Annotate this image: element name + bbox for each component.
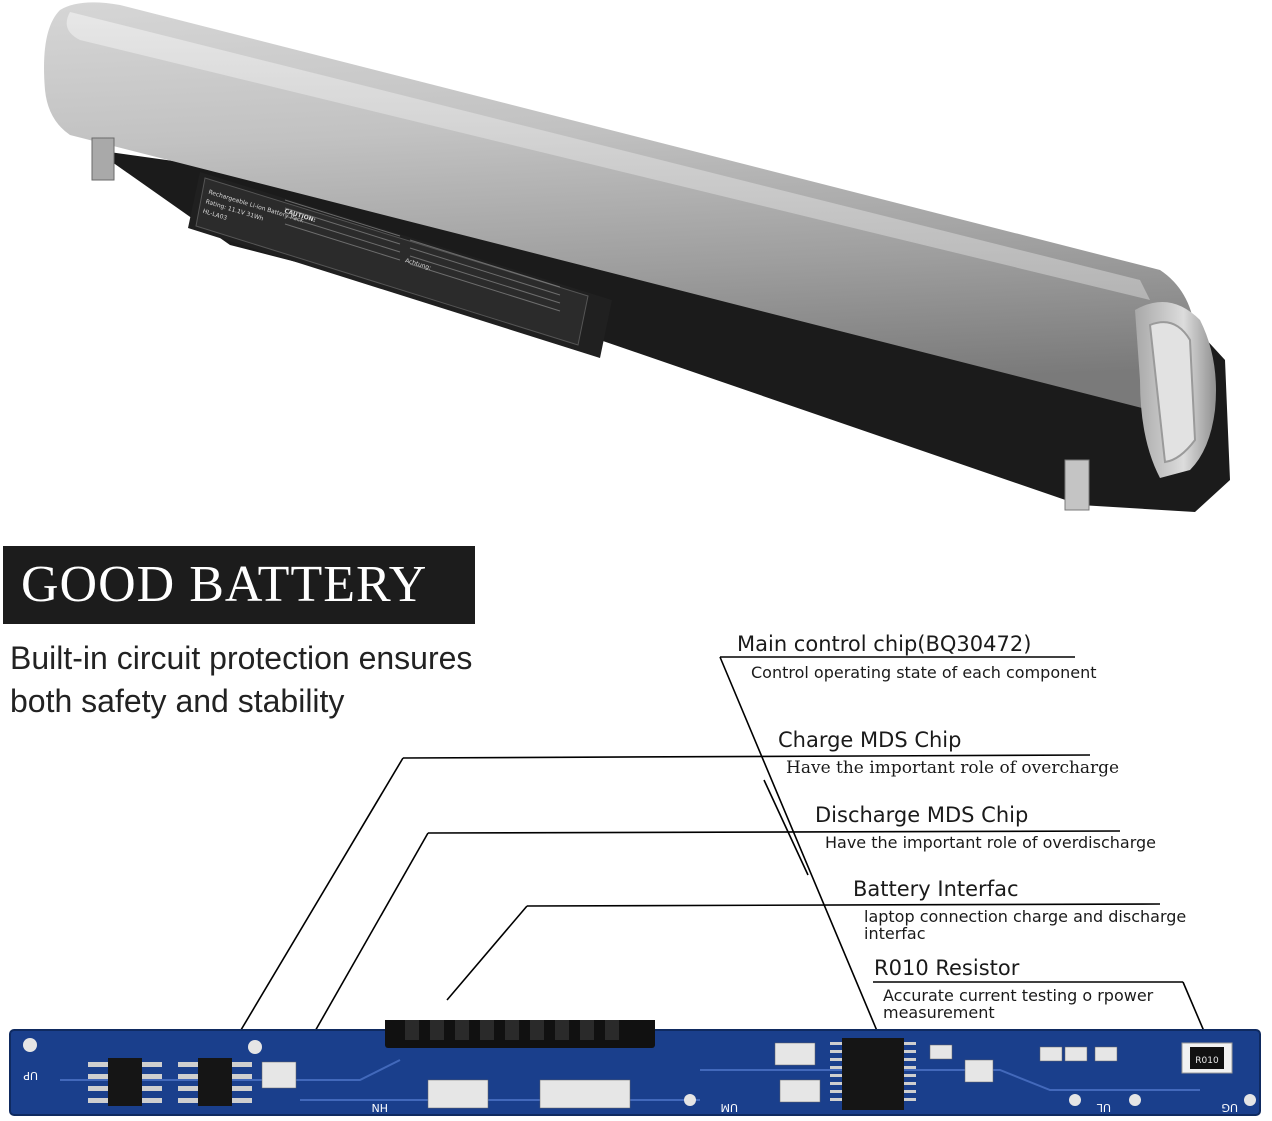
pcb-mark-ul: UL — [1096, 1101, 1111, 1114]
callout-charge-chip-desc: Have the important role of overcharge — [786, 758, 1120, 778]
callout-resistor-desc: Accurate current testing o rpower — [883, 986, 1154, 1005]
good-battery-banner: GOOD BATTERY — [3, 546, 475, 624]
pcb-mark-ug: UG — [1221, 1101, 1238, 1114]
callout-discharge-chip-title: Discharge MDS Chip — [815, 803, 1029, 827]
callout-resistor-title: R010 Resistor — [874, 956, 1020, 980]
pcb-mark-r010: R010 — [1195, 1056, 1219, 1066]
callout-main-chip-title: Main control chip(BQ30472) — [737, 632, 1032, 656]
callout-discharge-chip-desc: Have the important role of overdischarge — [825, 833, 1156, 852]
callout-resistor-desc-2: measurement — [883, 1003, 995, 1022]
battery-photo: Rechargeable Li-ion Battery Pack Rating:… — [44, 2, 1230, 512]
pcb-mark-up: UP — [23, 1069, 38, 1082]
pcb-mark-hn: HN — [372, 1101, 389, 1114]
callout-interface-title: Battery Interfac — [853, 877, 1019, 901]
callout-main-chip-desc: Control operating state of each componen… — [751, 663, 1097, 682]
callout-interface-desc: laptop connection charge and discharge — [864, 907, 1187, 926]
callout-leader-lines — [234, 656, 1213, 1051]
callout-charge-chip-title: Charge MDS Chip — [778, 728, 962, 752]
pcb-board: R010 UP HN UM UG UL — [9, 1020, 1261, 1116]
callout-interface-desc-2: interfac — [864, 924, 926, 943]
tagline-line-1: Built-in circuit protection ensures — [10, 640, 473, 676]
pcb-mark-um: UM — [720, 1101, 738, 1114]
tagline-line-2: both safety and stability — [10, 683, 345, 719]
